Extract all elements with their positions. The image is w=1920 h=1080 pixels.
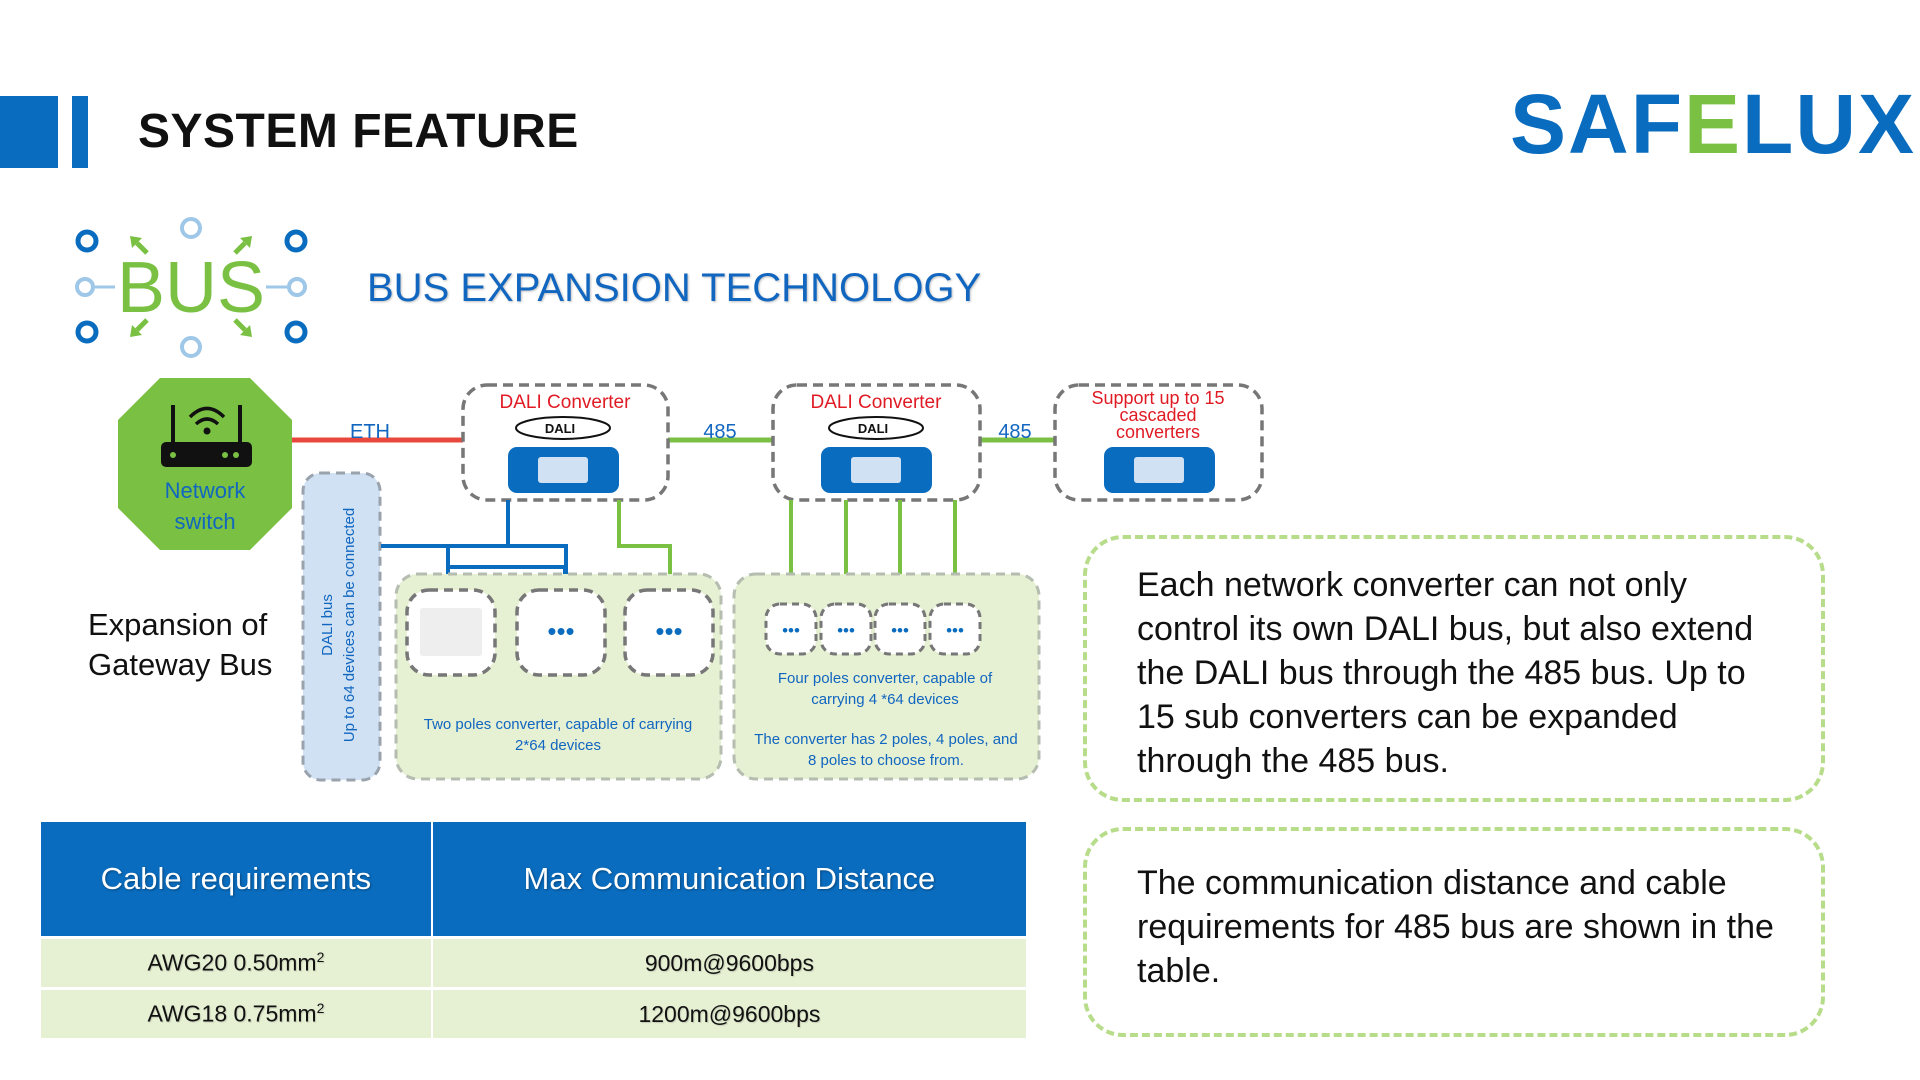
switch-label-line1: Network xyxy=(165,478,247,503)
wifi-icon xyxy=(194,417,220,426)
cascade-converter: Support up to 15 cascaded converters xyxy=(1053,383,1264,502)
page-title: SYSTEM FEATURE xyxy=(138,105,579,158)
converter-device-image xyxy=(420,608,482,656)
expansion-label: Expansion of Gateway Bus xyxy=(88,605,328,685)
four-poles-slot-4 xyxy=(928,602,982,656)
more-devices-dots: ••• xyxy=(547,616,574,646)
bus-icon-label: BUS xyxy=(117,248,265,328)
four-poles-caption-line1: Four poles converter, capable of xyxy=(778,670,993,687)
two-poles-slot-2 xyxy=(515,588,607,677)
converter-1-title: DALI Converter xyxy=(500,392,632,413)
rs485-label-b: 485 xyxy=(998,421,1031,443)
four-poles-slot-3 xyxy=(873,602,927,656)
table-row: AWG18 0.75mm2 1200m@9600bps xyxy=(41,987,1026,1038)
two-poles-caption-line1: Two poles converter, capable of carrying xyxy=(424,716,692,733)
more-devices-dots: ••• xyxy=(837,621,855,640)
info-box-distance: The communication distance and cable req… xyxy=(1083,827,1825,1037)
converter-device-icon xyxy=(538,457,588,483)
more-devices-dots: ••• xyxy=(655,616,682,646)
cable-unit-superscript: 2 xyxy=(316,1000,325,1017)
more-devices-dots: ••• xyxy=(891,621,909,640)
two-poles-panel: ••• ••• Two poles converter, capable of … xyxy=(394,572,723,781)
section-subtitle: BUS EXPANSION TECHNOLOGY xyxy=(367,266,982,310)
router-icon xyxy=(161,442,252,467)
logo-part-2: E xyxy=(1684,77,1743,171)
converter-device-icon xyxy=(851,457,901,483)
table-row: AWG20 0.50mm2 900m@9600bps xyxy=(41,936,1026,989)
converter-device-icon xyxy=(1134,457,1184,483)
logo-part-1: SAF xyxy=(1510,77,1684,171)
rs485-label-a: 485 xyxy=(703,421,736,443)
two-poles-caption-line2: 2*64 devices xyxy=(515,737,601,754)
expansion-label-line1: Expansion of xyxy=(88,607,268,642)
distance-cell: 900m@9600bps xyxy=(431,936,1026,989)
info-box-converter: Each network converter can not only cont… xyxy=(1083,535,1825,802)
dali-bus-capacity: Up to 64 devices can be connected xyxy=(341,508,358,742)
safelux-logo: SAFELUX xyxy=(1510,76,1916,173)
cable-value: AWG20 0.50mm xyxy=(147,949,317,976)
dali-badge-2: DALI xyxy=(858,421,888,436)
network-switch: Network switch xyxy=(118,378,292,550)
dali-badge-1: DALI xyxy=(545,421,575,436)
table-header-row: Cable requirements Max Communication Dis… xyxy=(41,822,1026,938)
cable-value: AWG18 0.75mm xyxy=(147,1000,317,1027)
logo-part-3: LUX xyxy=(1742,77,1917,171)
cascade-note-line3: converters xyxy=(1116,422,1200,442)
expansion-label-line2: Gateway Bus xyxy=(88,647,273,682)
cascade-note-line1: Support up to 15 xyxy=(1091,388,1224,408)
header-accent-bar xyxy=(0,96,58,168)
switch-label-line2: switch xyxy=(174,509,235,534)
cascade-note-line2: cascaded xyxy=(1119,405,1196,425)
eth-label: ETH xyxy=(350,421,390,443)
cable-unit-superscript: 2 xyxy=(316,949,325,966)
more-devices-dots: ••• xyxy=(946,621,964,640)
header-accent-stripe xyxy=(72,96,88,168)
dali-bus-panel: DALI bus Up to 64 devices can be connect… xyxy=(301,471,382,782)
four-poles-caption-line2: carrying 4 *64 devices xyxy=(811,691,959,708)
four-poles-caption-line3: The converter has 2 poles, 4 poles, and xyxy=(754,731,1018,748)
more-devices-dots: ••• xyxy=(782,621,800,640)
dali-converter-2: DALI Converter DALI xyxy=(771,383,982,502)
dali-bus-label: DALI bus xyxy=(319,594,336,656)
cable-spec-table: Cable requirements Max Communication Dis… xyxy=(41,822,1026,1038)
cable-cell: AWG20 0.50mm2 xyxy=(41,936,433,989)
four-poles-slot-1 xyxy=(764,602,818,656)
bus-icon: BUS xyxy=(75,217,308,358)
two-poles-slot-3 xyxy=(623,588,715,677)
four-poles-panel: ••• ••• ••• ••• Four poles converter, ca… xyxy=(732,572,1041,781)
distance-cell: 1200m@9600bps xyxy=(431,987,1026,1038)
converter-2-title: DALI Converter xyxy=(811,392,943,413)
dali-converter-1: DALI Converter DALI xyxy=(461,383,670,502)
four-poles-slot-2 xyxy=(819,602,873,656)
cable-cell: AWG18 0.75mm2 xyxy=(41,987,433,1038)
column-header-cable: Cable requirements xyxy=(41,822,433,938)
four-poles-caption-line4: 8 poles to choose from. xyxy=(808,752,964,769)
column-header-distance: Max Communication Distance xyxy=(431,822,1026,938)
